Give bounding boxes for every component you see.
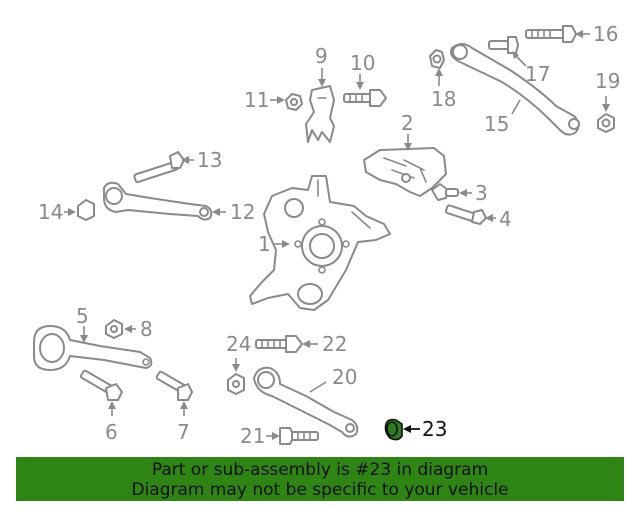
callout-1: 1: [258, 232, 290, 256]
part-1-knuckle[interactable]: [249, 175, 391, 311]
svg-text:23: 23: [422, 417, 447, 441]
part-14-nut[interactable]: [77, 199, 95, 221]
info-banner: Part or sub-assembly is #23 in diagram D…: [16, 457, 624, 501]
svg-text:16: 16: [593, 22, 618, 46]
svg-text:21: 21: [240, 424, 265, 448]
part-11-nut[interactable]: [285, 93, 303, 111]
part-9-bracket[interactable]: [305, 85, 335, 143]
svg-text:7: 7: [177, 420, 190, 444]
part-20-control-arm[interactable]: [253, 366, 359, 438]
callout-22: 22: [302, 332, 347, 356]
callout-4: 4: [485, 207, 512, 231]
svg-text:2: 2: [401, 111, 414, 135]
callout-7: 7: [177, 401, 190, 444]
svg-text:3: 3: [475, 181, 488, 205]
part-23-bushing-highlighted[interactable]: [384, 418, 403, 441]
callout-24: 24: [226, 332, 251, 372]
svg-text:1: 1: [258, 232, 271, 256]
svg-text:9: 9: [315, 44, 328, 68]
callout-5: 5: [76, 304, 89, 343]
callout-10: 10: [350, 51, 375, 90]
callout-16: 16: [575, 22, 618, 46]
callout-6: 6: [105, 401, 118, 444]
callout-19: 19: [595, 69, 620, 112]
part-6-bolt[interactable]: [80, 369, 123, 401]
part-13-bolt[interactable]: [133, 151, 185, 184]
svg-text:19: 19: [595, 69, 620, 93]
part-21-bolt[interactable]: [279, 427, 319, 445]
svg-text:4: 4: [499, 207, 512, 231]
part-5-trailing-arm[interactable]: [33, 325, 153, 371]
svg-text:18: 18: [431, 87, 456, 111]
callout-17: 17: [512, 51, 550, 86]
part-2-bracket[interactable]: [363, 147, 447, 197]
part-4-bolt[interactable]: [444, 204, 487, 225]
part-17-bolt[interactable]: [488, 36, 519, 54]
part-3-bolt[interactable]: [431, 183, 459, 201]
svg-text:12: 12: [230, 200, 255, 224]
svg-text:14: 14: [38, 200, 63, 224]
svg-text:22: 22: [322, 332, 347, 356]
part-24-nut[interactable]: [227, 373, 245, 395]
svg-text:11: 11: [244, 88, 269, 112]
part-16-bolt[interactable]: [525, 25, 577, 43]
svg-text:8: 8: [140, 317, 153, 341]
banner-line-2: Diagram may not be specific to your vehi…: [131, 480, 509, 500]
callout-12: 12: [212, 200, 255, 224]
svg-text:17: 17: [525, 62, 550, 86]
svg-text:5: 5: [76, 304, 89, 328]
svg-text:24: 24: [226, 332, 251, 356]
callout-11: 11: [244, 88, 285, 112]
svg-text:13: 13: [197, 148, 222, 172]
callout-23: 23: [403, 417, 447, 441]
svg-text:15: 15: [484, 112, 509, 136]
callout-8: 8: [124, 317, 153, 341]
part-12-control-arm[interactable]: [103, 181, 213, 221]
part-22-bolt[interactable]: [255, 335, 303, 353]
callout-15: 15: [484, 99, 521, 136]
part-7-bolt[interactable]: [155, 370, 193, 401]
callout-3: 3: [459, 181, 488, 205]
callout-9: 9: [315, 44, 328, 87]
part-15-control-arm[interactable]: [450, 43, 580, 136]
part-19-nut[interactable]: [597, 113, 615, 133]
part-18-nut[interactable]: [429, 49, 445, 69]
callout-14: 14: [38, 200, 76, 224]
callout-18: 18: [431, 68, 456, 111]
callout-21: 21: [240, 424, 280, 448]
parts-diagram: 16 17 18 15 19: [33, 22, 620, 448]
callout-20: 20: [309, 365, 357, 393]
part-10-bolt[interactable]: [343, 89, 387, 107]
callout-13: 13: [181, 148, 222, 172]
banner-line-1: Part or sub-assembly is #23 in diagram: [151, 460, 489, 480]
callout-2: 2: [401, 111, 414, 151]
svg-text:20: 20: [332, 365, 357, 389]
svg-text:10: 10: [350, 51, 375, 75]
part-8-nut[interactable]: [105, 319, 123, 339]
svg-text:6: 6: [105, 420, 118, 444]
